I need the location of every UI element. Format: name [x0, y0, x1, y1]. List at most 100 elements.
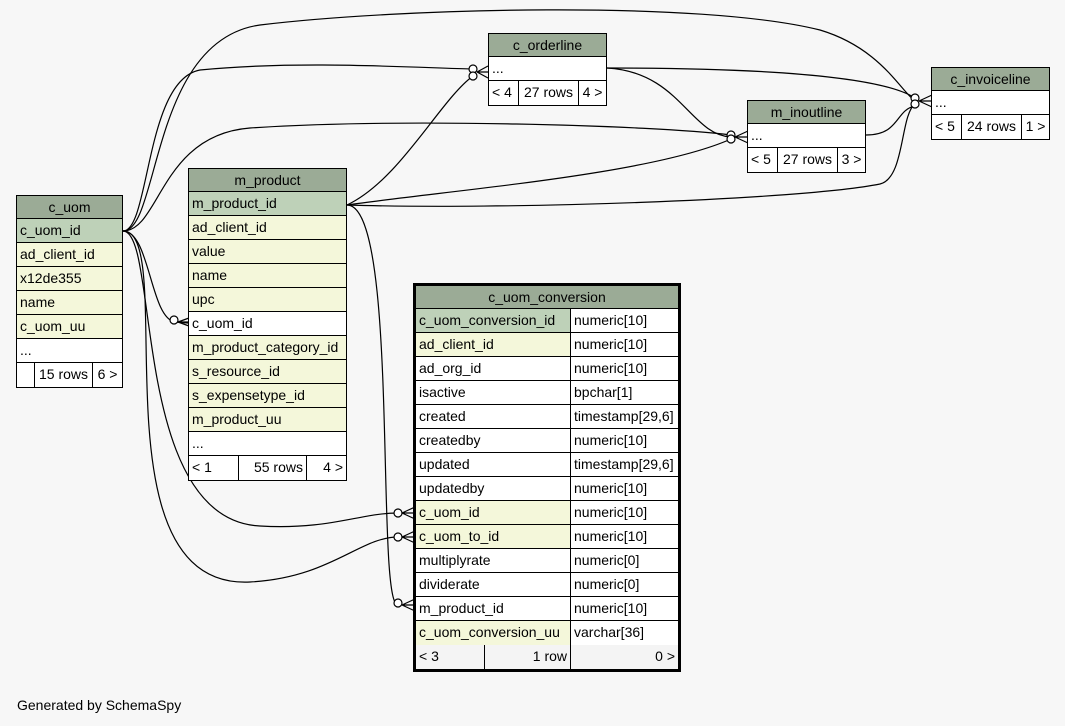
column-type: numeric[10] [570, 525, 678, 548]
column-value[interactable]: value [192, 243, 226, 259]
table-header[interactable]: m_inoutline [748, 101, 865, 124]
column-name[interactable]: isactive [416, 381, 570, 404]
column-ad-client-id[interactable]: ad_client_id [20, 246, 95, 262]
edge-c-uom-m-inoutline [122, 122, 732, 232]
column-type: bpchar[1] [570, 381, 678, 404]
table-m-inoutline[interactable]: m_inoutline ... < 5 27 rows 3 > [747, 100, 866, 173]
column-name[interactable]: ad_client_id [416, 333, 570, 356]
edge-c-uom-conversion-uom [122, 230, 399, 528]
table-c-uom[interactable]: c_uom c_uom_id ad_client_id x12de355 nam… [16, 195, 123, 388]
footer-children[interactable]: 6 > [92, 363, 122, 387]
edge-m-product-m-inoutline [346, 138, 732, 206]
column-x12de355[interactable]: x12de355 [20, 270, 82, 286]
table-header[interactable]: c_uom_conversion [416, 286, 678, 309]
column-name[interactable]: name [192, 267, 228, 283]
column-name[interactable]: c_uom_conversion_uu [416, 621, 570, 645]
column-name[interactable]: m_product_id [416, 597, 570, 620]
column-c-uom-id[interactable]: c_uom_id [192, 315, 253, 331]
column-name[interactable]: created [416, 405, 570, 428]
column-c-uom-id[interactable]: c_uom_id [20, 222, 81, 238]
column-name[interactable]: c_uom_id [416, 501, 570, 524]
column-type: numeric[10] [570, 597, 678, 620]
footer-children[interactable]: 3 > [837, 148, 865, 172]
column-name[interactable]: updatedby [416, 477, 570, 500]
column-c-uom-uu[interactable]: c_uom_uu [20, 318, 86, 334]
edge-m-product-c-orderline [346, 75, 474, 206]
column-s-resource-id[interactable]: s_resource_id [192, 363, 280, 379]
column-type: varchar[36] [570, 621, 678, 645]
generated-by-label: Generated by SchemaSpy [17, 697, 182, 713]
edge-c-uom-m-product [122, 230, 189, 324]
table-header[interactable]: m_product [189, 169, 346, 192]
column-s-expensetype-id[interactable]: s_expensetype_id [192, 387, 305, 403]
footer-parents[interactable]: < 5 [932, 115, 961, 139]
table-header[interactable]: c_orderline [489, 34, 606, 57]
column-m-product-category-id[interactable]: m_product_category_id [192, 339, 339, 355]
footer-children[interactable]: 4 > [578, 81, 606, 105]
column-name[interactable]: ad_org_id [416, 357, 570, 380]
edge-m-product-c-invoiceline [346, 103, 916, 207]
column-type: numeric[10] [570, 333, 678, 356]
column-type: numeric[10] [570, 501, 678, 524]
column-m-product-uu[interactable]: m_product_uu [192, 411, 282, 427]
footer-parents [17, 363, 34, 387]
column-name[interactable]: c_uom_to_id [416, 525, 570, 548]
column-type: numeric[0] [570, 549, 678, 572]
footer-rows: 27 rows [777, 148, 837, 172]
edge-c-uom-c-orderline [122, 64, 474, 232]
footer-parents[interactable]: < 1 [189, 456, 238, 480]
footer-rows: 55 rows [238, 456, 306, 480]
column-type: numeric[10] [570, 357, 678, 380]
column-more[interactable]: ... [751, 127, 763, 143]
column-name[interactable]: c_uom_conversion_id [416, 309, 570, 332]
column-type: timestamp[29,6] [570, 453, 678, 476]
footer-children[interactable]: 1 > [1021, 115, 1049, 139]
column-m-product-id[interactable]: m_product_id [192, 195, 277, 211]
column-name[interactable]: updated [416, 453, 570, 476]
footer-rows: 24 rows [961, 115, 1021, 139]
column-more[interactable]: ... [20, 342, 32, 358]
footer-parents[interactable]: < 4 [489, 81, 518, 105]
table-header[interactable]: c_invoiceline [932, 68, 1049, 91]
column-more[interactable]: ... [935, 94, 947, 110]
column-more[interactable]: ... [192, 435, 204, 451]
footer-children[interactable]: 4 > [306, 456, 346, 480]
column-name[interactable]: multiplyrate [416, 549, 570, 572]
footer-parents[interactable]: < 5 [748, 148, 777, 172]
column-name[interactable]: name [20, 294, 56, 310]
edge-m-inoutline-c-invoiceline [865, 105, 916, 136]
edge-c-orderline-c-invoiceline [606, 67, 916, 99]
column-type: numeric[10] [570, 429, 678, 452]
edge-c-uom-conversion-uom-to [122, 230, 399, 583]
footer-children: 0 > [570, 645, 678, 669]
edge-c-orderline-m-inoutline [606, 67, 732, 138]
table-header[interactable]: c_uom [17, 196, 122, 219]
column-upc[interactable]: upc [192, 291, 215, 307]
column-ad-client-id[interactable]: ad_client_id [192, 219, 267, 235]
footer-parents[interactable]: < 3 [416, 645, 484, 669]
footer-rows: 27 rows [518, 81, 578, 105]
table-c-orderline[interactable]: c_orderline ... < 4 27 rows 4 > [488, 33, 607, 106]
table-m-product[interactable]: m_product m_product_id ad_client_id valu… [188, 168, 347, 481]
column-type: numeric[0] [570, 573, 678, 596]
column-more[interactable]: ... [492, 60, 504, 76]
table-c-invoiceline[interactable]: c_invoiceline ... < 5 24 rows 1 > [931, 67, 1050, 140]
column-name[interactable]: createdby [416, 429, 570, 452]
column-name[interactable]: dividerate [416, 573, 570, 596]
